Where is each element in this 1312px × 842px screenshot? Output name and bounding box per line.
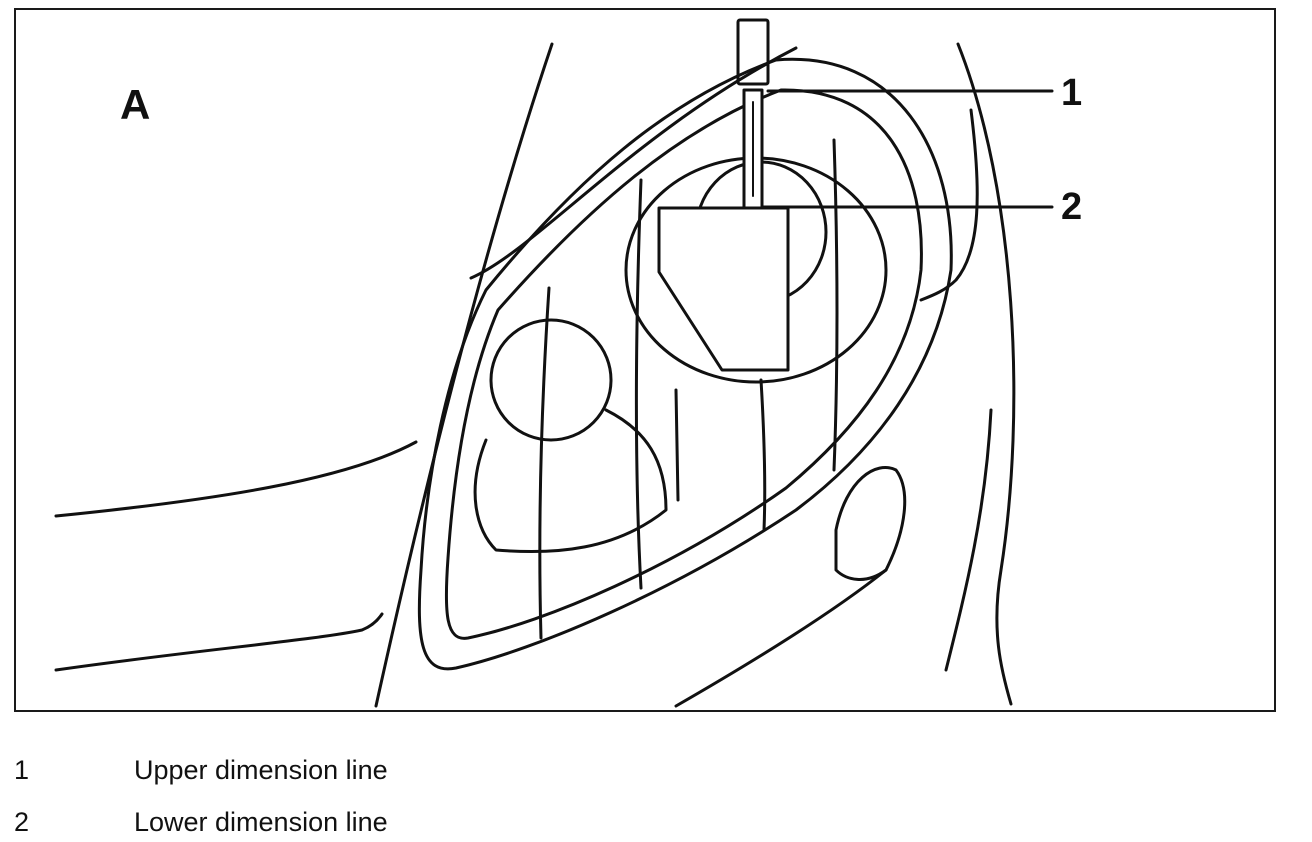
lower-fender-swoop bbox=[54, 612, 384, 672]
legend-text: Upper dimension line bbox=[134, 755, 388, 785]
gauge-cap bbox=[736, 18, 770, 86]
headlamp-diagram: A 1 2 bbox=[14, 8, 1276, 712]
figure-label: A bbox=[120, 81, 151, 128]
upper-fender-swoop bbox=[54, 440, 418, 518]
callout-1: 1 bbox=[1061, 72, 1083, 114]
legend-item: 2 Lower dimension line bbox=[0, 804, 700, 840]
fender-flare bbox=[919, 108, 979, 302]
bumper-inner-right bbox=[944, 408, 993, 672]
reflector-divider-4 bbox=[674, 388, 680, 502]
headlamp-housing-outer bbox=[417, 57, 953, 671]
fender-line-left bbox=[374, 42, 554, 708]
headlamp-drawing bbox=[54, 18, 1054, 708]
legend-number: 2 bbox=[14, 807, 30, 837]
legend-text: Lower dimension line bbox=[134, 807, 388, 837]
legend-item: 1 Upper dimension line bbox=[0, 752, 700, 788]
low-beam-lens bbox=[489, 318, 613, 442]
bumper-edge-right bbox=[956, 42, 1016, 706]
turn-signal-lens bbox=[834, 466, 907, 581]
gauge-block bbox=[657, 206, 790, 372]
low-beam-reflector bbox=[473, 408, 668, 554]
reflector-divider-1 bbox=[634, 178, 643, 590]
legend-number: 1 bbox=[14, 755, 30, 785]
bumper-lower-curve bbox=[674, 568, 888, 708]
hood-line bbox=[469, 46, 798, 280]
reflector-divider-2 bbox=[832, 138, 839, 472]
low-beam-divider bbox=[538, 286, 551, 640]
callout-2: 2 bbox=[1061, 186, 1083, 228]
reflector-divider-3 bbox=[759, 378, 767, 532]
